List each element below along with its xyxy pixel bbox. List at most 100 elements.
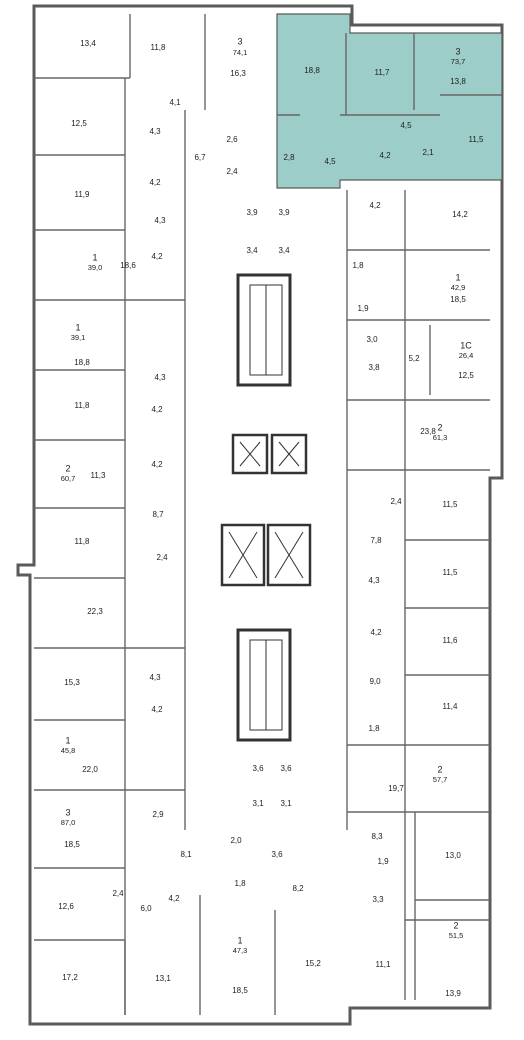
- room-area-label: 18,8: [74, 358, 90, 367]
- apartment-label[interactable]: 145,8: [61, 735, 76, 755]
- room-area-label: 9,0: [369, 677, 381, 686]
- room-area-label: 3,6: [271, 850, 283, 859]
- room-area-label: 1,8: [234, 879, 246, 888]
- room-area-label: 3,0: [366, 335, 378, 344]
- highlighted-apartment[interactable]: [276, 13, 503, 189]
- room-area-label: 18,5: [232, 986, 248, 995]
- room-area-label: 11,9: [75, 190, 91, 199]
- room-area-label: 17,2: [62, 973, 78, 982]
- apartment-label[interactable]: 139,1: [71, 322, 86, 342]
- room-area-label: 12,5: [458, 371, 474, 380]
- room-area-label: 4,2: [168, 894, 180, 903]
- room-area-label: 4,3: [149, 127, 161, 136]
- room-area-label: 3,6: [280, 764, 292, 773]
- apartment-label[interactable]: 261,3: [433, 422, 448, 442]
- svg-text:39,1: 39,1: [71, 333, 86, 342]
- apartment-label[interactable]: 147,3: [233, 935, 248, 955]
- room-area-label: 11,4: [443, 702, 459, 711]
- room-area-label: 22,0: [82, 765, 98, 774]
- svg-text:26,4: 26,4: [459, 351, 474, 360]
- svg-text:1: 1: [92, 252, 97, 262]
- room-area-label: 23,8: [420, 427, 436, 436]
- svg-text:47,3: 47,3: [233, 946, 248, 955]
- svg-text:39,0: 39,0: [88, 263, 103, 272]
- room-area-label: 11,5: [469, 135, 485, 144]
- room-area-label: 11,3: [91, 471, 107, 480]
- room-area-label: 2,0: [230, 836, 242, 845]
- room-area-label: 14,2: [452, 210, 468, 219]
- room-area-label: 4,5: [400, 121, 412, 130]
- svg-text:74,1: 74,1: [233, 48, 248, 57]
- room-area-label: 12,6: [58, 902, 74, 911]
- svg-text:1: 1: [75, 322, 80, 332]
- room-area-label: 8,3: [371, 832, 383, 841]
- room-area-label: 13,9: [445, 989, 461, 998]
- room-area-label: 3,6: [252, 764, 264, 773]
- room-area-label: 4,2: [151, 705, 163, 714]
- room-area-label: 11,1: [376, 960, 392, 969]
- stair-core-north: [236, 273, 292, 387]
- apartment-label[interactable]: 142,9: [451, 272, 466, 292]
- room-area-label: 11,8: [151, 43, 167, 52]
- apartment-label[interactable]: 373,7: [451, 46, 466, 66]
- room-area-label: 18,6: [120, 261, 136, 270]
- room-area-label: 18,5: [64, 840, 80, 849]
- svg-text:61,3: 61,3: [433, 433, 448, 442]
- room-area-label: 3,8: [368, 363, 380, 372]
- room-area-label: 13,1: [155, 974, 171, 983]
- room-area-label: 11,5: [443, 500, 459, 509]
- room-area-label: 6,0: [140, 904, 152, 913]
- room-area-label: 3,3: [372, 895, 384, 904]
- svg-text:1: 1: [65, 735, 70, 745]
- room-area-label: 4,3: [368, 576, 380, 585]
- room-area-label: 4,3: [154, 216, 166, 225]
- room-area-label: 12,5: [71, 119, 87, 128]
- svg-text:42,9: 42,9: [451, 283, 466, 292]
- svg-text:2: 2: [437, 764, 442, 774]
- room-area-label: 3,9: [278, 208, 290, 217]
- svg-text:60,7: 60,7: [61, 474, 76, 483]
- room-area-label: 4,2: [151, 460, 163, 469]
- room-area-label: 1,9: [377, 857, 389, 866]
- stair-core-south: [236, 628, 292, 742]
- room-area-label: 4,2: [379, 151, 391, 160]
- apartment-label[interactable]: 387,0: [61, 807, 76, 827]
- svg-text:3: 3: [237, 36, 242, 46]
- elevator-group-north: [231, 433, 308, 475]
- apartment-label[interactable]: 251,5: [449, 920, 464, 940]
- room-area-label: 11,8: [75, 537, 91, 546]
- svg-text:2: 2: [65, 463, 70, 473]
- room-area-label: 8,7: [152, 510, 164, 519]
- room-area-label: 3,1: [252, 799, 264, 808]
- svg-text:57,7: 57,7: [433, 775, 448, 784]
- room-area-label: 6,7: [194, 153, 206, 162]
- apartment-label[interactable]: 257,7: [433, 764, 448, 784]
- apartment-label[interactable]: 139,0: [88, 252, 103, 272]
- svg-text:3: 3: [455, 46, 460, 56]
- svg-text:3: 3: [65, 807, 70, 817]
- room-area-label: 18,5: [450, 295, 466, 304]
- apartment-label[interactable]: 374,1: [233, 36, 248, 57]
- svg-text:2: 2: [437, 422, 442, 432]
- svg-text:2: 2: [453, 920, 458, 930]
- svg-text:45,8: 45,8: [61, 746, 76, 755]
- room-area-label: 13,0: [445, 851, 461, 860]
- room-area-label: 2,4: [112, 889, 124, 898]
- svg-text:73,7: 73,7: [451, 57, 466, 66]
- room-area-label: 8,2: [292, 884, 304, 893]
- room-area-label: 2,4: [226, 167, 238, 176]
- room-area-label: 3,1: [280, 799, 292, 808]
- room-area-label: 4,3: [154, 373, 166, 382]
- room-area-label: 3,4: [246, 246, 258, 255]
- room-area-label: 4,2: [370, 628, 382, 637]
- room-area-label: 11,5: [443, 568, 459, 577]
- room-area-label: 18,8: [304, 66, 320, 75]
- room-area-label: 4,1: [169, 98, 181, 107]
- svg-text:87,0: 87,0: [61, 818, 76, 827]
- room-area-label: 1,8: [368, 724, 380, 733]
- room-area-label: 15,2: [305, 959, 321, 968]
- apartment-label[interactable]: 260,7: [61, 463, 76, 483]
